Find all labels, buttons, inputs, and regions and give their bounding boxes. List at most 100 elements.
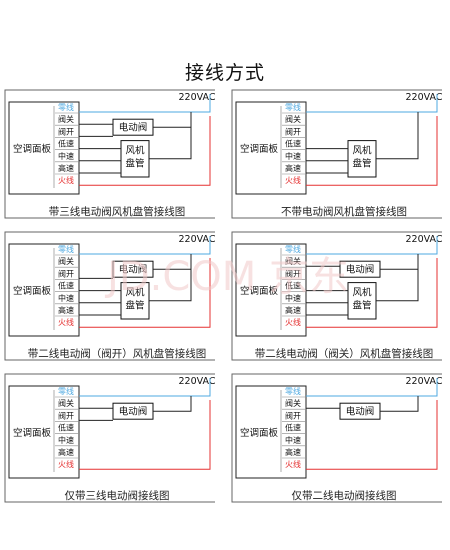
diagram-1-fan-return-wire bbox=[149, 112, 192, 160]
diagram-2-terminal-3: 阀开 bbox=[285, 127, 301, 136]
diagram-6-terminal-1: 零线 bbox=[285, 386, 301, 396]
diagram-5-neutral-wire bbox=[79, 378, 211, 397]
diagram-1-panel-label: 空调面板 bbox=[13, 143, 52, 155]
diagram-1-fan-coil-label-2: 盘管 bbox=[125, 158, 144, 170]
diagram-2-caption: 不带电动阀风机盘管接线图 bbox=[281, 205, 407, 218]
diagram-6-terminal-7: 火线 bbox=[285, 459, 301, 469]
diagram-2-terminal-6: 高速 bbox=[285, 163, 301, 173]
diagram-1-caption: 带三线电动阀风机盘管接线图 bbox=[49, 205, 186, 218]
diagram-1-voltage-label: 220VAC bbox=[179, 92, 216, 103]
diagram-6-terminal-5: 中速 bbox=[285, 435, 301, 445]
diagram-6-live-wire bbox=[306, 400, 438, 470]
diagram-1-neutral-wire bbox=[79, 94, 211, 113]
diagram-5-valve-label: 电动阀 bbox=[119, 406, 148, 418]
diagram-3-valve-label: 电动阀 bbox=[119, 264, 148, 276]
watermark: JD.COM 京东 bbox=[104, 254, 349, 300]
diagram-6-frame bbox=[231, 373, 442, 503]
diagram-3-fan-coil-label-2: 盘管 bbox=[125, 300, 144, 312]
diagram-3-terminal-6: 高速 bbox=[58, 305, 74, 315]
diagram-6-voltage-label: 220VAC bbox=[406, 376, 443, 387]
diagram-2-voltage-label: 220VAC bbox=[406, 92, 443, 103]
diagram-3-terminal-3: 阀开 bbox=[58, 269, 74, 278]
diagram-3-voltage-label: 220VAC bbox=[179, 234, 216, 245]
diagram-4-terminal-7: 火线 bbox=[285, 317, 301, 327]
diagram-1-valve-label: 电动阀 bbox=[119, 122, 148, 134]
diagram-5-valve-return-wire bbox=[153, 396, 192, 412]
diagram-5-terminal-1: 零线 bbox=[58, 386, 74, 396]
diagram-1-live-wire bbox=[79, 116, 211, 186]
diagram-5-panel-box bbox=[8, 385, 80, 479]
diagram-2-terminal-5: 中速 bbox=[285, 151, 301, 161]
diagram-4-panel-box bbox=[235, 243, 307, 337]
diagram-6-terminal-6: 高速 bbox=[285, 447, 301, 457]
diagram-2-panel-label: 空调面板 bbox=[240, 143, 279, 155]
diagram-6-terminal-3: 阀开 bbox=[285, 411, 301, 420]
diagram-4-terminal-6: 高速 bbox=[285, 305, 301, 315]
diagram-5-frame bbox=[4, 373, 215, 503]
diagram-4-panel-label: 空调面板 bbox=[240, 285, 279, 297]
diagram-4-voltage-label: 220VAC bbox=[406, 234, 443, 245]
diagram-2-terminal-1: 零线 bbox=[285, 102, 301, 112]
diagram-4-valve-return-wire bbox=[380, 254, 419, 270]
diagram-4-valve-label: 电动阀 bbox=[346, 264, 375, 276]
diagram-5-panel-label: 空调面板 bbox=[13, 427, 52, 439]
diagram-1-fan-coil-label-1: 风机 bbox=[125, 145, 145, 157]
diagram-4-fan-coil-box bbox=[347, 282, 377, 320]
diagram-6-valve-return-wire bbox=[380, 396, 419, 412]
diagram-2-neutral-wire bbox=[306, 94, 438, 113]
diagram-1-terminal-1: 零线 bbox=[58, 102, 74, 112]
diagram-4-live-wire bbox=[306, 258, 438, 328]
diagram-4-neutral-wire bbox=[306, 236, 438, 255]
diagram-5-terminal-3: 阀开 bbox=[58, 411, 74, 420]
diagram-3-neutral-wire bbox=[79, 236, 211, 255]
diagram-6-caption: 仅带二线电动阀接线图 bbox=[292, 489, 397, 502]
diagram-1-terminal-4: 低速 bbox=[58, 139, 74, 149]
diagram-2-terminal-2: 阀关 bbox=[285, 114, 301, 124]
diagram-1-panel-box bbox=[8, 101, 80, 195]
diagram-4-fan-return-wire bbox=[376, 254, 419, 302]
diagram-5-terminal-4: 低速 bbox=[58, 423, 74, 433]
diagram-5-terminal-6: 高速 bbox=[58, 447, 74, 457]
diagram-5-terminal-5: 中速 bbox=[58, 435, 74, 445]
diagram-4-terminal-1: 零线 bbox=[285, 244, 301, 254]
diagram-3-frame bbox=[4, 231, 215, 361]
diagram-4-terminal-2: 阀关 bbox=[285, 256, 301, 266]
diagram-2-frame bbox=[231, 89, 442, 219]
page-title: 接线方式 bbox=[184, 62, 265, 84]
diagram-1-terminal-6: 高速 bbox=[58, 163, 74, 173]
diagram-6-neutral-wire bbox=[306, 378, 438, 397]
diagram-2-fan-return-wire bbox=[376, 112, 419, 160]
diagram-1-terminal-3: 阀开 bbox=[58, 127, 74, 136]
diagram-2-fan-coil-label-2: 盘管 bbox=[352, 158, 371, 170]
diagram-3-live-wire bbox=[79, 258, 211, 328]
diagram-4-fan-coil-label-2: 盘管 bbox=[352, 300, 371, 312]
diagram-3-panel-box bbox=[8, 243, 80, 337]
diagram-5-live-wire bbox=[79, 400, 211, 470]
diagram-5-terminal-2: 阀关 bbox=[58, 398, 74, 408]
diagram-3-terminal-2: 阀关 bbox=[58, 256, 74, 266]
diagram-3-fan-coil-box bbox=[120, 282, 150, 320]
diagram-6-panel-label: 空调面板 bbox=[240, 427, 279, 439]
diagram-4-fan-coil-label-1: 风机 bbox=[352, 287, 372, 299]
diagram-5-terminal-7: 火线 bbox=[58, 459, 74, 469]
diagram-1-frame bbox=[4, 89, 215, 219]
diagram-2-panel-box bbox=[235, 101, 307, 195]
diagram-2-live-wire bbox=[306, 116, 438, 186]
diagram-5-voltage-label: 220VAC bbox=[179, 376, 216, 387]
diagram-1-terminal-7: 火线 bbox=[58, 175, 74, 185]
diagram-6-terminal-2: 阀关 bbox=[285, 398, 301, 408]
diagram-4-terminal-5: 中速 bbox=[285, 293, 301, 303]
diagram-3-fan-return-wire bbox=[149, 254, 192, 302]
diagram-4-caption: 带二线电动阀（阀关）风机盘管接线图 bbox=[255, 347, 434, 360]
diagram-3-terminal-7: 火线 bbox=[58, 317, 74, 327]
diagram-3-terminal-4: 低速 bbox=[58, 281, 74, 291]
diagram-4-terminal-3: 阀开 bbox=[285, 269, 301, 278]
diagram-1-terminal-5: 中速 bbox=[58, 151, 74, 161]
diagram-2-terminal-7: 火线 bbox=[285, 175, 301, 185]
diagram-1-terminal-2: 阀关 bbox=[58, 114, 74, 124]
diagram-3-terminal-5: 中速 bbox=[58, 293, 74, 303]
diagram-2-fan-coil-label-1: 风机 bbox=[352, 145, 372, 157]
diagram-5-caption: 仅带三线电动阀接线图 bbox=[65, 489, 170, 502]
diagram-6-panel-box bbox=[235, 385, 307, 479]
